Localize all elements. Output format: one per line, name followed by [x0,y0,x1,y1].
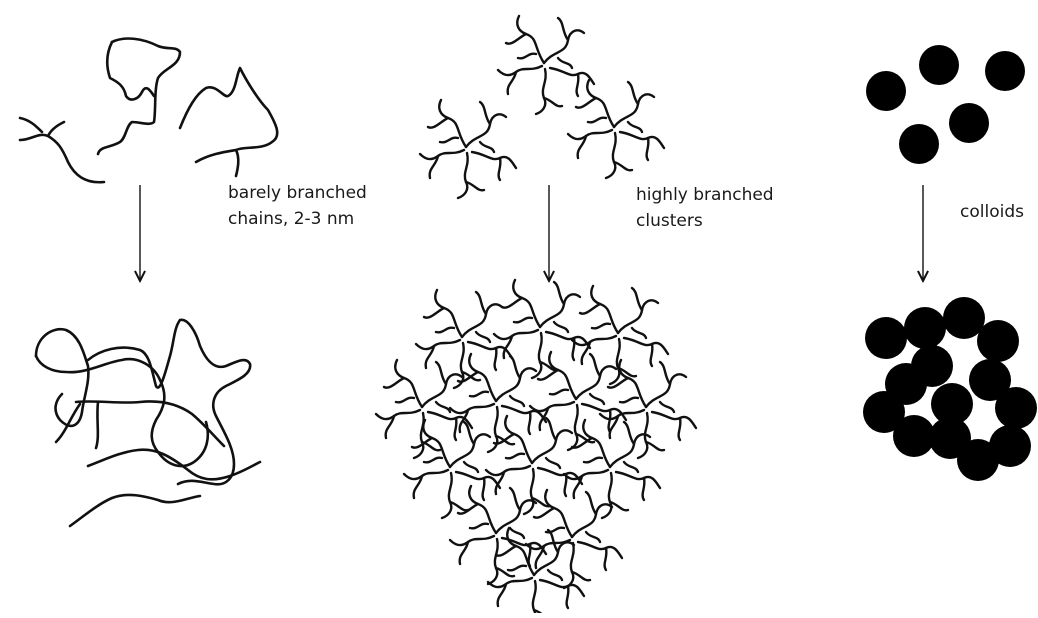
clusters-top [420,16,664,198]
chain-top-1 [20,135,104,182]
label-barely-branched-chains: barely branched chains, 2-3 nm [228,180,367,232]
label-chains-line-2: chains, 2-3 nm [228,206,367,232]
chain-top-3 [48,122,64,136]
label-highly-branched-clusters: highly branched clusters [636,182,774,234]
cluster-network [376,280,696,613]
chain-top-6 [180,68,277,162]
chain-top-2 [20,118,42,132]
label-clusters-line-1: highly branched [636,182,774,208]
label-colloids: colloids [960,199,1024,225]
chain-network [36,320,260,526]
chain-top-7 [236,150,238,176]
colloid-aggregate [863,297,1037,481]
label-clusters-line-2: clusters [636,208,774,234]
chain-top-5 [107,42,154,99]
colloids-top [866,45,1025,164]
label-chains-line-1: barely branched [228,180,367,206]
